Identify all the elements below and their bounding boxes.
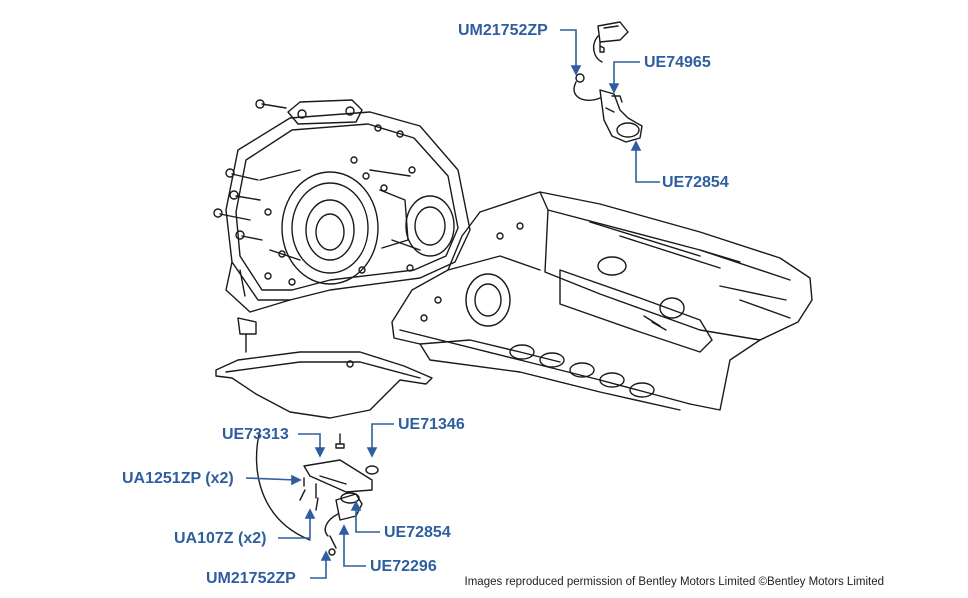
- part-label-ue72296[interactable]: UE72296: [370, 558, 437, 575]
- part-label-um21752zp-bottom[interactable]: UM21752ZP: [206, 570, 296, 587]
- part-label-ue74965[interactable]: UE74965: [644, 54, 711, 71]
- bolts-left: [213, 99, 416, 353]
- sensor-assembly-bottom: [299, 433, 379, 556]
- part-label-um21752zp-top[interactable]: UM21752ZP: [458, 22, 548, 39]
- sensor-assembly-top: [573, 21, 643, 143]
- part-label-ue72854-bottom[interactable]: UE72854: [384, 524, 451, 541]
- bell-housing: [225, 99, 471, 313]
- oil-sump: [215, 351, 433, 541]
- copyright-credit: Images reproduced permission of Bentley …: [464, 576, 884, 588]
- leader-lines: [245, 29, 660, 579]
- part-label-ue72854-top[interactable]: UE72854: [662, 174, 729, 191]
- part-label-ua107z[interactable]: UA107Z (x2): [174, 530, 267, 547]
- engine-block: [391, 191, 813, 411]
- part-label-ua1251zp[interactable]: UA1251ZP (x2): [122, 470, 234, 487]
- part-label-ue71346[interactable]: UE71346: [398, 416, 465, 433]
- part-label-ue73313[interactable]: UE73313: [222, 426, 289, 443]
